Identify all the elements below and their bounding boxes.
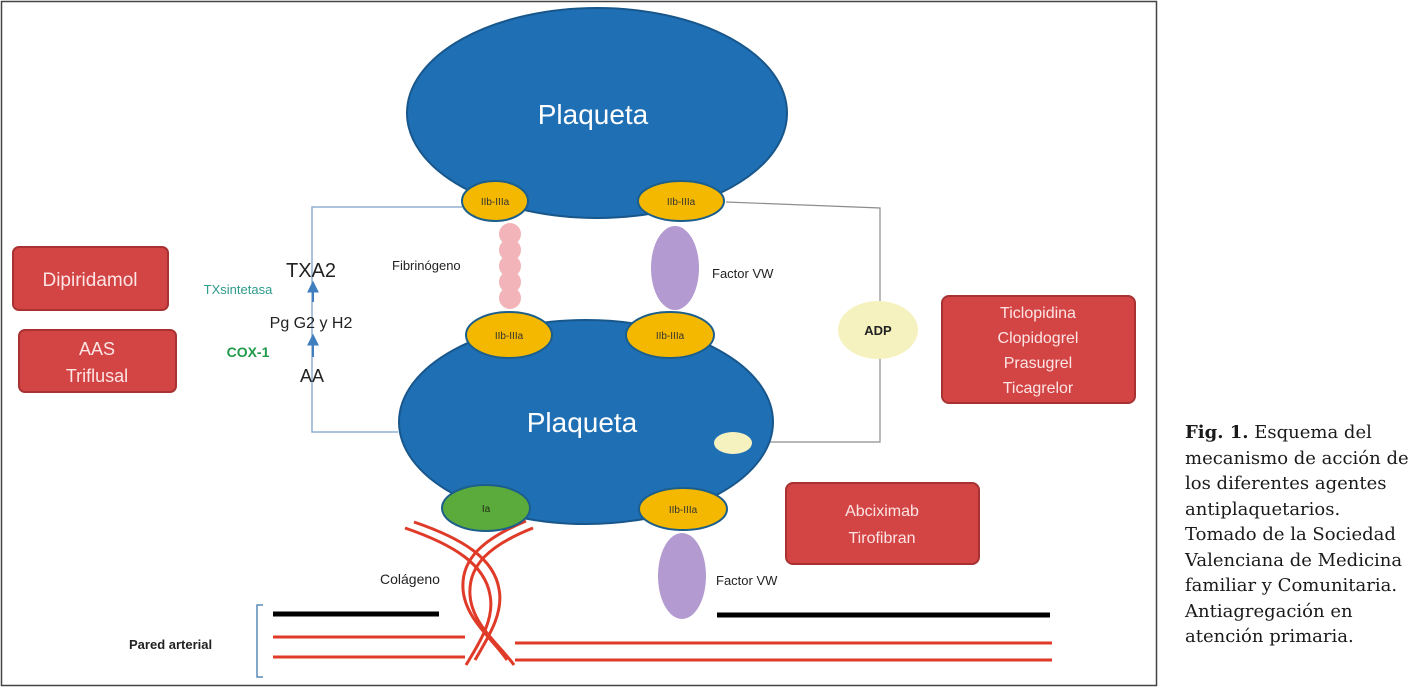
- arterial-wall-bracket: [256, 604, 263, 678]
- txa2-pathway-line: [311, 206, 462, 433]
- caption-label: Fig. 1.: [1185, 422, 1249, 443]
- txsynthase-label: TXsintetasa: [204, 282, 273, 297]
- receptor-mid-left-label: IIb-IIIa: [495, 331, 524, 342]
- drug-box-p2y12: Ticlopidina Clopidogrel Prasugrel Ticagr…: [941, 295, 1136, 404]
- factor-vw-top-label: Factor VW: [712, 266, 774, 281]
- drug-clopidogrel-label: Clopidogrel: [998, 330, 1079, 347]
- receptor-mid-left: IIb-IIIa: [465, 311, 553, 359]
- factor-vw-bottom-label: Factor VW: [716, 573, 778, 588]
- arterial-wall-label: Pared arterial: [129, 637, 212, 652]
- factor-vw-top: [651, 226, 699, 310]
- platelet-bottom: [398, 319, 774, 525]
- platelet-bottom-label: Plaqueta: [527, 407, 638, 438]
- txa2-label: TXA2: [286, 260, 336, 282]
- receptor-bottom-right: IIb-IIIa: [638, 487, 728, 531]
- collagen-label: Colágeno: [380, 571, 440, 587]
- adp-granule: [714, 432, 752, 454]
- drug-aas-label: AAS: [79, 339, 115, 359]
- fibrinogen-label: Fibrinógeno: [392, 258, 461, 273]
- arterial-wall-lines: [273, 635, 1052, 662]
- adp-bubble: [838, 301, 918, 359]
- drug-ticagrelor-label: Ticagrelor: [1003, 380, 1074, 397]
- receptor-bottom-right-label: IIb-IIIa: [669, 505, 698, 516]
- fibrinogen-bridge: [499, 223, 521, 309]
- drug-triflusal-label: Triflusal: [66, 366, 128, 386]
- pg-label: Pg G2 y H2: [270, 315, 353, 332]
- receptor-top-left: IIb-IIIa: [461, 180, 529, 222]
- receptor-collagen-ia-label: Ia: [482, 504, 491, 515]
- receptor-top-left-label: IIb-IIIa: [481, 197, 510, 208]
- drug-abciximab-label: Abciximab: [845, 503, 919, 520]
- receptor-mid-right-label: IIb-IIIa: [656, 331, 685, 342]
- receptor-mid-right: IIb-IIIa: [625, 311, 715, 359]
- drug-prasugrel-label: Prasugrel: [1004, 355, 1072, 372]
- drug-box-dipiridamol: Dipiridamol: [12, 246, 169, 311]
- cox1-label: COX-1: [227, 344, 270, 360]
- adp-label: ADP: [864, 323, 892, 338]
- caption-text: Esquema del mecanismo de acción de los d…: [1185, 422, 1409, 647]
- figure-caption: Fig. 1. Esquema del mecanismo de acción …: [1185, 420, 1413, 650]
- drug-dipiridamol-label: Dipiridamol: [42, 270, 137, 291]
- platelet-top-label: Plaqueta: [538, 99, 649, 130]
- drug-tirofibran-label: Tirofibran: [849, 530, 916, 547]
- receptor-collagen-ia: Ia: [441, 484, 531, 532]
- aa-label: AA: [300, 366, 324, 386]
- collagen-fibres: [404, 519, 534, 666]
- figure-diagram: Plaqueta Plaqueta Fibrinógeno Factor VW …: [0, 0, 1158, 687]
- factor-vw-bottom: [658, 533, 706, 619]
- drug-box-gp-inhibitors: Abciximab Tirofibran: [785, 482, 980, 565]
- drug-ticlopidina-label: Ticlopidina: [1000, 305, 1076, 322]
- platelet-top: [406, 7, 788, 219]
- drug-box-aas-triflusal: AAS Triflusal: [18, 329, 177, 393]
- receptor-top-right: IIb-IIIa: [637, 180, 725, 222]
- receptor-top-right-label: IIb-IIIa: [667, 197, 696, 208]
